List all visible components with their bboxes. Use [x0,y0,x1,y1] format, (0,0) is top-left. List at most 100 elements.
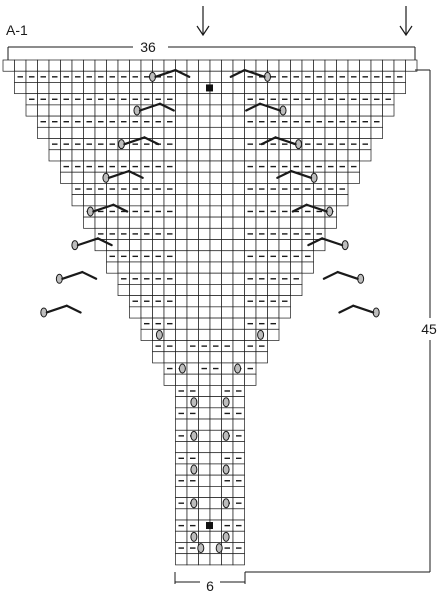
stitch-cell [244,194,257,207]
stitch-cell [175,205,188,218]
chart-row [94,239,326,252]
stitch-cell [301,149,314,162]
stitch-cell [186,441,199,454]
stitch-cell [290,239,303,252]
stitch-cell [198,205,211,218]
stitch-cell [175,486,188,498]
stitch-cell [152,284,165,296]
stitch-cell [175,239,188,252]
stitch-cell [232,396,245,409]
stitch-cell [278,306,291,319]
stitch-cell [175,149,188,162]
stitch-cell [186,59,199,72]
stitch-cell [198,474,211,487]
stitch-cell [83,82,96,95]
stitch-cell [370,126,383,139]
stitch-cell [198,104,211,117]
stitch-cell [232,351,245,364]
stitch-cell [175,261,188,274]
chart-row [2,59,418,72]
chart-row [71,183,349,195]
stitch-cell [313,59,326,72]
stitch-cell [278,284,291,296]
stitch-cell [221,272,234,285]
k2tog-symbol [158,102,175,112]
stitch-cell [232,284,245,296]
stitch-cell [209,385,222,397]
stitch-cell [232,227,245,240]
stitch-cell [152,216,165,229]
stitch-cell [209,396,222,409]
chart-row [175,418,245,431]
stitch-cell [152,351,165,364]
stitch-cell [232,340,245,353]
stitch-cell [347,104,360,117]
stitch-cell [209,239,222,252]
stitch-cell [313,194,326,207]
stitch-cell [186,138,199,151]
stitch-cell [175,104,188,117]
stitch-grid [2,59,418,566]
stitch-cell [267,239,280,252]
stitch-cell [198,284,211,296]
stitch-cell [209,508,222,521]
stitch-cell [359,59,372,72]
stitch-cell [209,284,222,296]
stitch-cell [209,93,222,106]
stitch-cell [163,351,176,364]
width-dimension: 36 [7,39,416,60]
stitch-cell [186,418,199,431]
k2tog-symbol [138,102,162,112]
stitch-cell [359,82,372,95]
stitch-cell [221,362,234,375]
k2tog-symbol [45,304,68,314]
stitch-cell [244,328,257,341]
stitch-cell [198,497,211,510]
stitch-cell [198,508,211,521]
stitch-cell [83,194,96,207]
stitch-cell [163,261,176,274]
stitch-cell [140,59,153,72]
stitch-cell [209,429,222,442]
stitch-cell [117,284,130,296]
stitch-cell [336,171,349,184]
stitch-cell [71,194,84,207]
stitch-cell [278,82,291,95]
stitch-cell [25,59,38,72]
stitch-cell [175,396,188,409]
stitch-cell [244,261,257,274]
chart-row [25,93,395,106]
stitch-cell [209,351,222,364]
stitch-cell [336,59,349,72]
stitch-cell [175,306,188,319]
yarn-over-symbol [234,363,242,374]
stitch-cell [198,351,211,364]
stitch-cell [198,429,211,442]
chart-row [60,171,360,184]
stitch-cell [221,317,234,330]
stitch-cell [152,239,165,252]
stitch-cell [209,250,222,263]
stitch-cell [186,160,199,173]
chart-row [175,463,245,476]
stitch-cell [117,82,130,95]
stitch-cell [221,59,234,72]
stitch-cell [175,227,188,240]
arrow-icon [399,6,413,37]
stitch-cell [290,194,303,207]
stitch-cell [175,295,188,308]
k2tog-symbol [107,169,131,179]
stitch-cell [60,171,73,184]
k2tog-symbol [289,169,313,179]
stitch-cell [221,183,234,195]
stitch-cell [267,261,280,274]
stitch-cell [186,486,199,498]
stitch-cell [221,115,234,128]
stitch-cell [48,149,61,162]
stitch-cell [209,497,222,510]
stitch-cell [14,82,27,95]
stitch-cell [198,250,211,263]
stitch-cell [324,126,337,139]
stitch-cell [25,82,38,95]
k2tog-symbol [258,102,282,112]
